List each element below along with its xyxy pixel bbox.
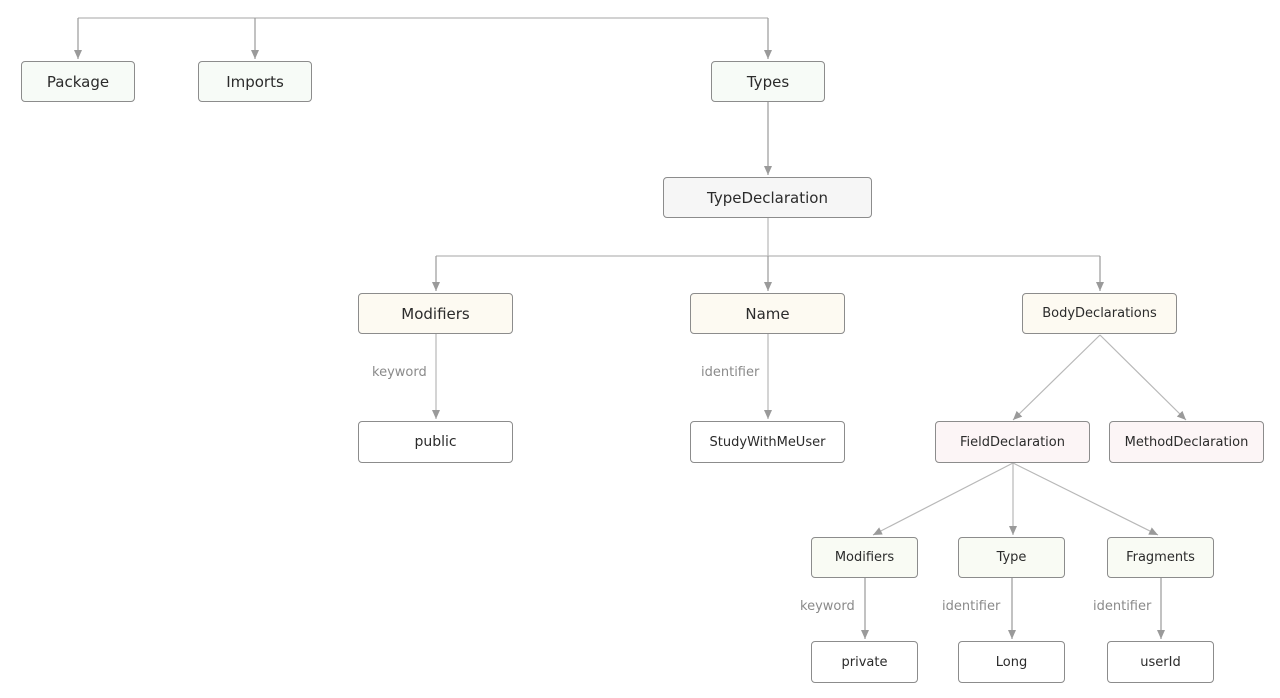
edge-field-fragments — [1012, 462, 1159, 536]
study-with-me-user-node: StudyWithMeUser — [690, 421, 845, 463]
field-modifiers-node: Modifiers — [811, 537, 918, 578]
type-declaration-label: TypeDeclaration — [707, 188, 828, 207]
name-label: Name — [745, 304, 790, 323]
public-label: public — [414, 434, 457, 450]
imports-label: Imports — [226, 72, 284, 91]
types-label: Types — [746, 72, 790, 91]
private-node: private — [811, 641, 918, 683]
study-with-me-user-label: StudyWithMeUser — [709, 434, 826, 450]
edge-typedecl-bus — [436, 218, 1100, 257]
field-type-node: Type — [958, 537, 1065, 578]
fragments-label: Fragments — [1126, 550, 1195, 565]
field-type-identifier-label: identifier — [942, 599, 1001, 614]
method-declaration-node: MethodDeclaration — [1109, 421, 1264, 463]
private-label: private — [841, 654, 888, 670]
fragments-identifier-label: identifier — [1093, 599, 1152, 614]
package-label: Package — [46, 72, 110, 91]
name-node: Name — [690, 293, 845, 334]
edge-field-modifiers — [872, 462, 1014, 536]
edge-body-method — [1099, 334, 1187, 421]
modifiers-node: Modifiers — [358, 293, 513, 334]
body-declarations-label: BodyDeclarations — [1042, 306, 1157, 321]
fragments-node: Fragments — [1107, 537, 1214, 578]
field-declaration-node: FieldDeclaration — [935, 421, 1090, 463]
field-declaration-label: FieldDeclaration — [960, 434, 1065, 450]
public-node: public — [358, 421, 513, 463]
modifiers-keyword-label: keyword — [372, 365, 427, 380]
field-type-label: Type — [996, 550, 1027, 565]
types-node: Types — [711, 61, 825, 102]
imports-node: Imports — [198, 61, 312, 102]
name-identifier-label: identifier — [701, 365, 760, 380]
user-id-label: userId — [1140, 654, 1181, 670]
field-modifiers-keyword-label: keyword — [800, 599, 855, 614]
package-node: Package — [21, 61, 135, 102]
modifiers-label: Modifiers — [401, 304, 470, 323]
body-declarations-node: BodyDeclarations — [1022, 293, 1177, 334]
type-declaration-node: TypeDeclaration — [663, 177, 872, 218]
field-modifiers-label: Modifiers — [834, 550, 895, 565]
user-id-node: userId — [1107, 641, 1214, 683]
method-declaration-label: MethodDeclaration — [1124, 434, 1249, 450]
long-label: Long — [995, 654, 1028, 670]
edge-body-field — [1012, 334, 1101, 421]
long-node: Long — [958, 641, 1065, 683]
